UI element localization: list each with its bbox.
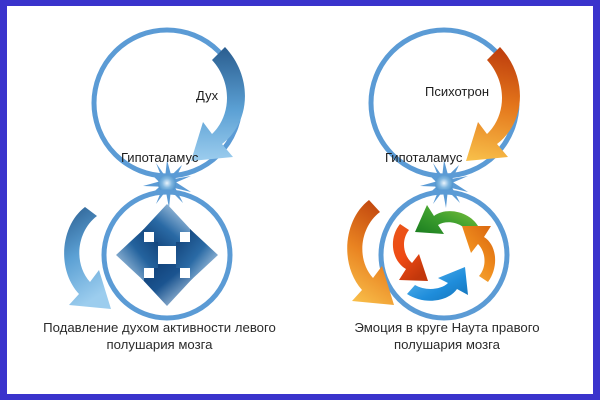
right-cycle-arrows-group (392, 205, 496, 301)
caption-left-panel: Подавление духом активности левого полуш… (43, 320, 276, 352)
label-duh: Дух (196, 88, 219, 103)
left-bottom-circle (101, 189, 233, 321)
right-outer-curved-arrow (347, 200, 394, 305)
page-frame: Дух Гипоталамус Психотрон Гипоталамус По… (7, 6, 593, 394)
arrow-up-icon (141, 204, 193, 246)
left-four-arrows-group (116, 204, 218, 306)
panel-left (64, 27, 245, 321)
right-starburst-icon (420, 160, 468, 208)
label-hypothalamus-left: Гипоталамус (121, 150, 199, 165)
label-psihotron: Психотрон (425, 84, 489, 99)
arrow-right-icon (176, 229, 218, 281)
curved-arrow-green-top-icon (415, 205, 480, 236)
right-bottom-circle (378, 189, 510, 321)
right-top-curved-arrow (466, 47, 520, 161)
label-hypothalamus-right: Гипоталамус (385, 150, 463, 165)
curved-arrow-orange-right-icon (462, 226, 496, 282)
curved-arrow-blue-bottom-icon (407, 267, 468, 301)
arrow-down-icon (141, 264, 193, 306)
curved-arrow-red-left-icon (392, 224, 428, 281)
diagram-canvas (7, 6, 593, 394)
left-outer-curved-arrow (64, 207, 111, 309)
panel-right (347, 27, 520, 321)
arrow-left-icon (116, 229, 158, 281)
left-starburst-icon (143, 160, 191, 208)
caption-right-panel: Эмоция в круге Наута правого полушария м… (354, 320, 540, 352)
left-top-curved-arrow (191, 47, 245, 161)
